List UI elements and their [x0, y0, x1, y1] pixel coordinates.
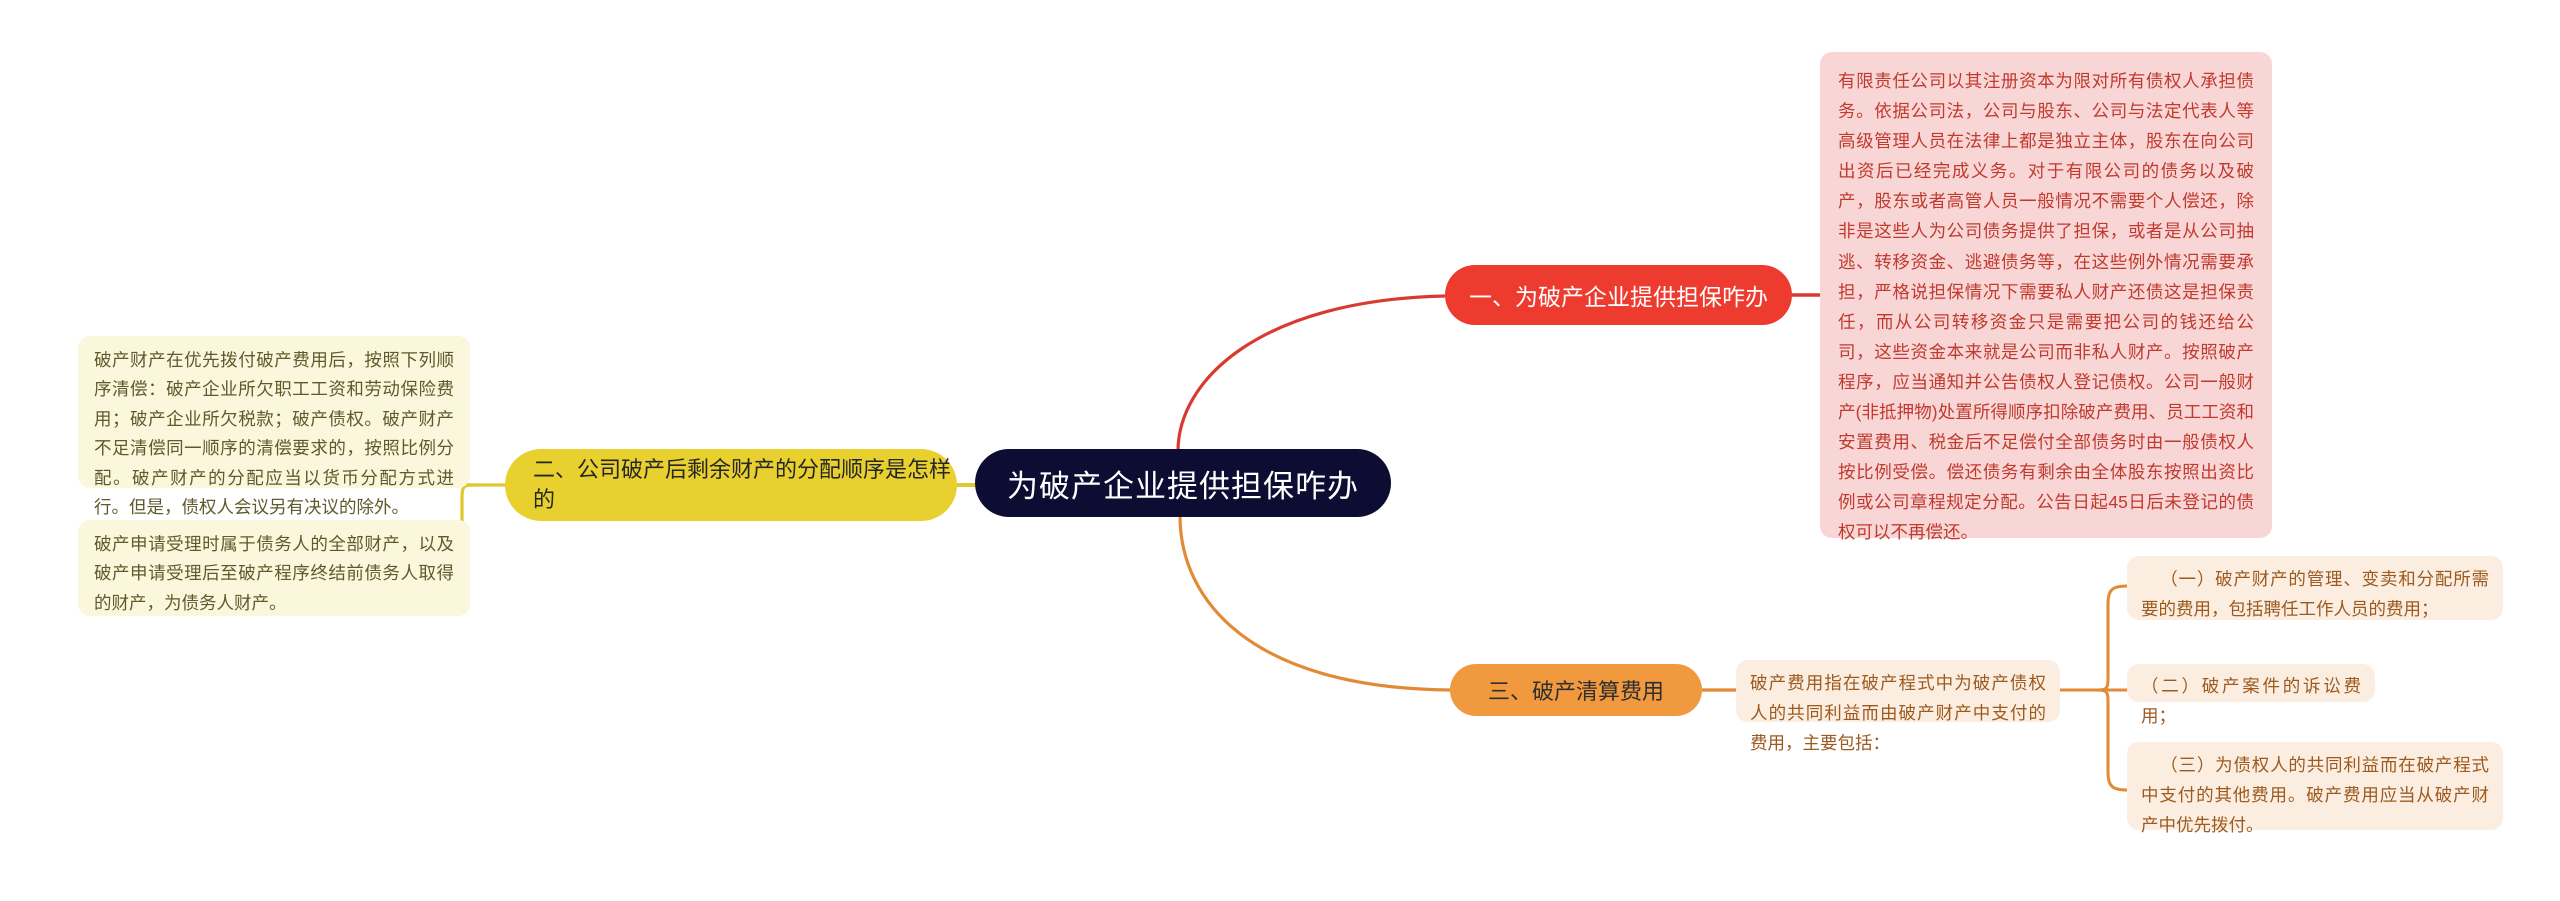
branch-node-yellow[interactable]: 二、公司破产后剩余财产的分配顺序是怎样的 [505, 449, 957, 521]
branch-node-yellow-label: 二、公司破产后剩余财产的分配顺序是怎样的 [533, 457, 952, 512]
root-node-label: 为破产企业提供担保咋办 [1007, 468, 1359, 504]
leaf-card-orange-sub-3[interactable]: （三）为债权人的共同利益而在破产程式中支付的其他费用。破产费用应当从破产财产中优… [2127, 742, 2503, 835]
leaf-card-orange-sub-1[interactable]: （一）破产财产的管理、变卖和分配所需要的费用，包括聘任工作人员的费用； [2127, 556, 2503, 620]
connector-root-to-orange [1178, 515, 1451, 692]
leaf-card-yellow-1[interactable]: 破产财产在优先拨付破产费用后，按照下列顺序清偿：破产企业所欠职工工资和劳动保险费… [78, 336, 470, 517]
leaf-card-orange-sub-2[interactable]: （二）破产案件的诉讼费用； [2127, 664, 2375, 726]
leaf-card-yellow-2[interactable]: 破产申请受理时属于债务人的全部财产，以及破产申请受理后至破产程序终结前债务人取得… [78, 520, 470, 616]
connector-root-to-red [1176, 294, 1446, 452]
leaf-card-red-1[interactable]: 有限责任公司以其注册资本为限对所有债权人承担债务。依据公司法，公司与股东、公司与… [1820, 52, 2272, 542]
branch-node-orange[interactable]: 三、破产清算费用 [1450, 664, 1702, 716]
root-node[interactable]: 为破产企业提供担保咋办 [975, 449, 1391, 517]
connector-orange-bracket [2058, 584, 2129, 792]
branch-node-red[interactable]: 一、为破产企业提供担保咋办 [1445, 265, 1792, 325]
leaf-card-orange-main[interactable]: 破产费用指在破产程式中为破产债权人的共同利益而由破产财产中支付的费用，主要包括： [1736, 660, 2060, 753]
branch-node-orange-label: 三、破产清算费用 [1487, 679, 1664, 704]
branch-node-red-label: 一、为破产企业提供担保咋办 [1469, 284, 1768, 310]
